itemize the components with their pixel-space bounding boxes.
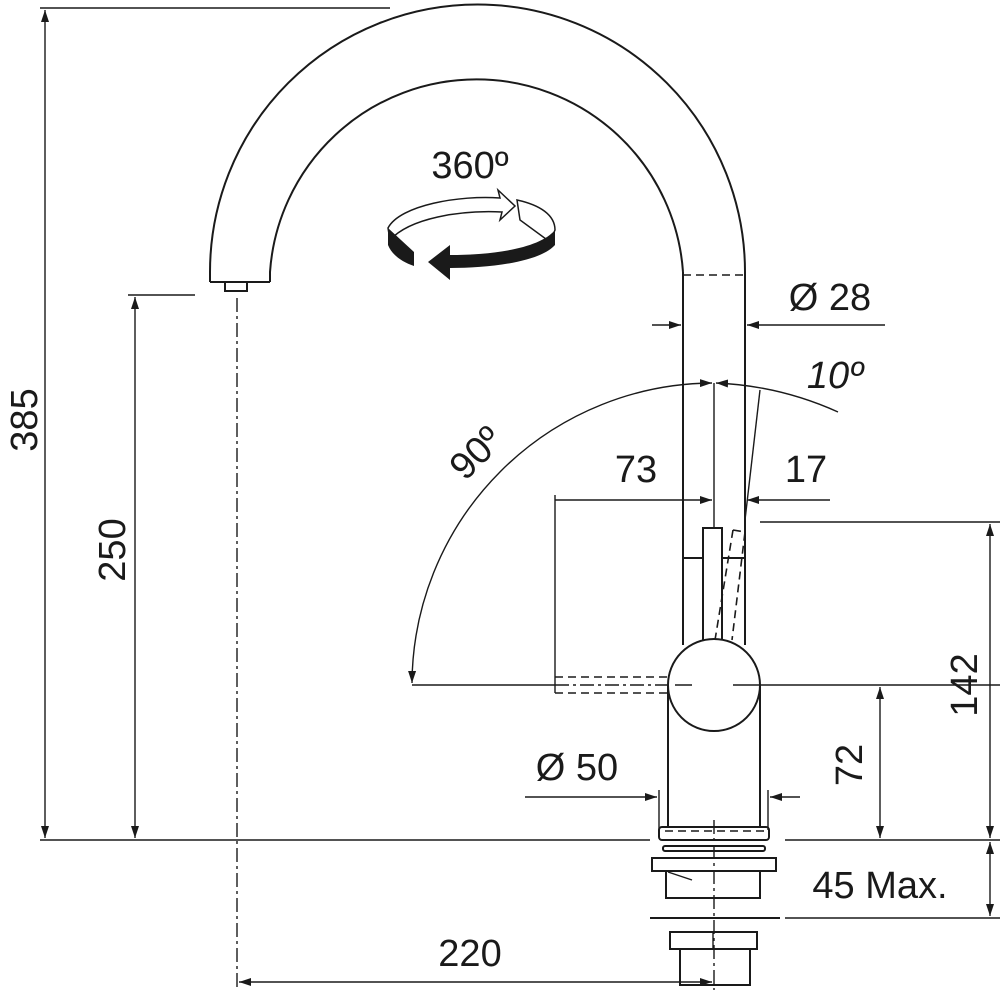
dim-total-height: 385 (4, 7, 650, 841)
dim-72-label: 72 (829, 744, 871, 786)
dim-max-worktop: 45 Max. (785, 842, 1000, 919)
dim-base-diameter: Ø 50 (525, 747, 800, 830)
aerator (224, 281, 248, 292)
dim-250-label: 250 (92, 518, 134, 581)
dim-90-label: 90º (442, 419, 511, 488)
dim-lever-angles: 10º 90º (408, 355, 865, 694)
dim-spout-diameter: Ø 28 (652, 277, 885, 329)
rotation-arrow-icon (387, 187, 517, 242)
dim-385-label: 385 (4, 388, 46, 451)
dim-handle-height: 72 (829, 687, 884, 838)
dim-220-label: 220 (438, 933, 501, 975)
dim-142-label: 142 (944, 653, 986, 716)
dim-17-label: 17 (785, 449, 827, 491)
dim-lever-height: 142 (760, 521, 1000, 841)
dim-28-label: Ø 28 (789, 277, 871, 319)
dim-spout-reach: 220 (236, 298, 712, 990)
mounting-kit (650, 820, 780, 990)
rotation-indicator: 360º (387, 145, 556, 280)
rotation-arrow-back-icon (388, 228, 555, 280)
rotation-label: 360º (431, 145, 508, 187)
dim-lever-reach: 73 17 (554, 449, 830, 693)
dim-spout-height: 250 (92, 294, 195, 838)
dim-10-label: 10º (807, 355, 865, 397)
dim-45-label: 45 Max. (812, 865, 947, 907)
dim-73-label: 73 (615, 449, 657, 491)
dim-50-label: Ø 50 (536, 747, 618, 789)
spout (209, 3, 746, 292)
